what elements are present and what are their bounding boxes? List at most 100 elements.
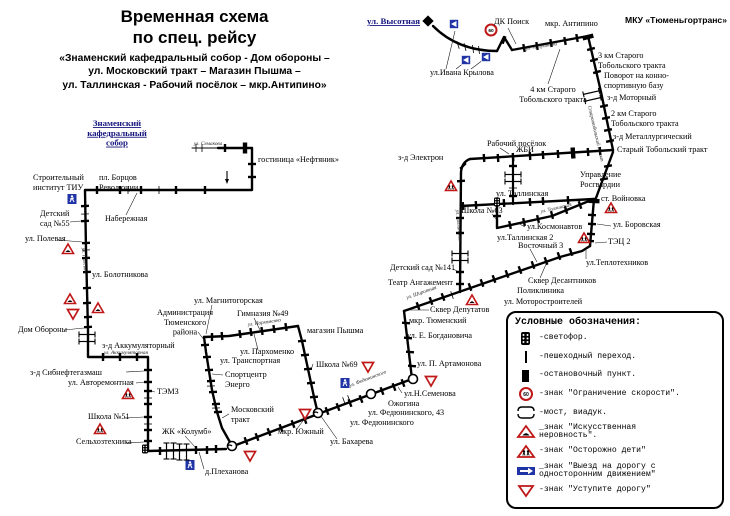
bus-stop (461, 201, 465, 211)
stop-label: Набережная (105, 214, 148, 223)
legend-item-text: _знак "Искусственная неровность". (539, 422, 637, 441)
label-leader-line (547, 48, 561, 85)
bus-stop (118, 186, 122, 194)
bus-stop (194, 446, 198, 454)
svg-text:60: 60 (523, 392, 529, 398)
stop-label: ул.Таллинская 2 (497, 233, 553, 242)
stop-label: Старый Тобольский тракт (617, 145, 708, 154)
bus-stop (528, 197, 532, 207)
bus-stop (223, 144, 227, 152)
stop-label: ул.Н.Семенова (404, 389, 456, 398)
legend-item-bump: _знак "Искусственная неровность". (515, 422, 717, 442)
stop-label: ул. Транспортная (220, 356, 280, 365)
legend-item-text: -светофор. (539, 333, 588, 343)
bus-stop (428, 296, 434, 306)
bus-stop (456, 282, 464, 286)
bus-stop (144, 415, 152, 419)
bus-stop (509, 164, 517, 168)
bus-stop (204, 368, 214, 372)
stop-label: Дом Обороны (18, 325, 67, 334)
bridge-icon (163, 442, 177, 460)
bus-stop (335, 402, 341, 412)
bus-stop (324, 406, 330, 416)
bus-stop-terminal (242, 142, 248, 154)
bus-stop (210, 333, 214, 341)
stop-label: Школа №63 (461, 206, 503, 215)
map-header-label: ул. Высотная (367, 16, 420, 26)
bus-stop (440, 292, 446, 302)
bus-stop-terminal (570, 147, 576, 159)
stop-label: ул. Болотникова (92, 270, 148, 279)
stop-label: ул. Полевая (25, 234, 66, 243)
bus-stop (496, 153, 500, 163)
bus-stop-terminal (588, 198, 600, 204)
yield-sign-icon (66, 308, 80, 321)
speed-bump-sign-icon (465, 293, 479, 306)
bus-stop (144, 402, 152, 406)
bus-stop (254, 432, 260, 442)
label-leader-line (123, 416, 145, 419)
stop-label: Сквер Десантников (528, 276, 596, 285)
stop-label: Рабочий посёлок (487, 139, 546, 148)
bus-stop (556, 149, 560, 159)
stop-label: гостиница «Нефтяник» (258, 155, 339, 164)
stop-label: Школа №51 (88, 412, 130, 421)
label-leader-line (529, 248, 538, 263)
bus-stop (493, 214, 501, 218)
bus-stop (243, 436, 249, 446)
label-leader-line (499, 147, 510, 155)
bus-stop (272, 324, 276, 334)
legend-item-yield: -знак "Уступите дорогу" (515, 483, 717, 499)
legend-item-text: -знак "Уступите дорогу" (539, 485, 651, 495)
bridge-icon (515, 405, 536, 421)
bus-stop (517, 265, 523, 275)
yield-sign-icon (424, 375, 438, 388)
stop-label: ул.Ивана Крылова (430, 68, 494, 77)
route-segment (594, 150, 615, 200)
stop-label: з-д Аккумуляторный (102, 341, 175, 350)
street-name-label: ул. Таллинская (454, 209, 463, 243)
bus-stop (459, 162, 467, 170)
bus-stop (144, 380, 152, 384)
bus-stop (504, 269, 510, 279)
speed-bump-sign-icon (91, 301, 105, 314)
bus-stop (456, 231, 464, 235)
bus-stop (598, 146, 602, 156)
bus-stop (407, 364, 417, 368)
ped-crossing-tick (463, 43, 467, 51)
bus-stop (309, 395, 319, 399)
stop-label: Школа №69 (316, 360, 358, 369)
stop-label: ул. Авторемонтная (68, 378, 134, 387)
stop-label: ул. Е. Богдановича (407, 331, 472, 340)
stop-label: ул. Магнитогорская (194, 296, 263, 305)
bus-stop (530, 260, 536, 270)
subtitle-line-2: ул. Московский тракт – Магазин Пышма – (88, 66, 301, 78)
street-name-label: ул. Полевая (80, 247, 88, 274)
bus-stop (575, 33, 579, 43)
stop-label: магазин Пышма (307, 326, 364, 335)
stop-label: Сельхозтехника (76, 437, 132, 446)
stop-label: Поликлиника (517, 286, 564, 295)
label-leader-line (507, 27, 517, 45)
stop-label: мкр. Южный (278, 427, 324, 436)
bus-stop (568, 247, 574, 257)
bus-stop (586, 147, 590, 157)
label-leader-line (135, 381, 146, 384)
ped-crossing-tick (456, 41, 460, 49)
bus-stop (563, 36, 567, 46)
label-leader-line (205, 304, 213, 335)
bus-stop (589, 57, 599, 63)
street-name-label: ул. Пархоменко (246, 317, 281, 328)
bus-stop (509, 194, 517, 198)
stop-label: з-д Электрон (398, 153, 444, 162)
bus-stop (248, 175, 256, 179)
stop-label: Ожогина (388, 399, 420, 408)
bus-stop (135, 353, 139, 361)
bus-stop (266, 427, 272, 437)
stop-label: ул. Федюнинского, 43 (368, 408, 444, 417)
stop-label: мкр. Антипино (545, 19, 598, 28)
bus-stop (541, 150, 545, 160)
bus-stop (586, 46, 596, 52)
